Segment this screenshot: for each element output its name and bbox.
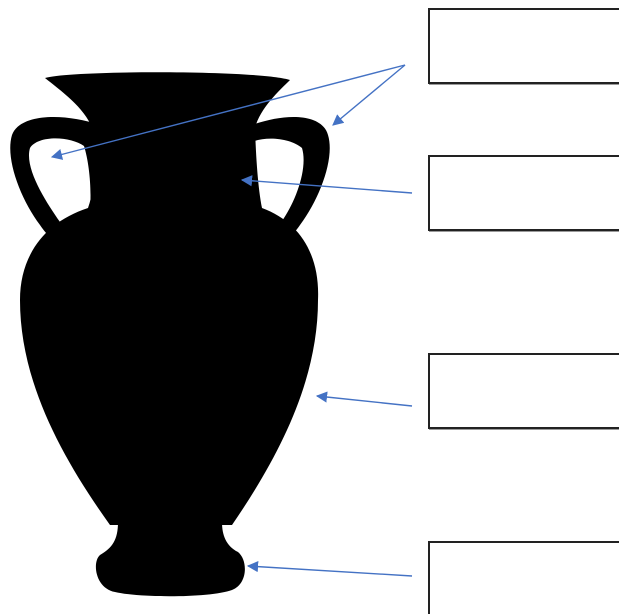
label-box-handle-opening[interactable] <box>428 155 619 231</box>
label-box-foot[interactable] <box>428 541 619 614</box>
arrow-box4-to-foot <box>248 566 412 576</box>
amphora-foot <box>96 522 245 596</box>
amphora-handle-left <box>10 117 100 244</box>
amphora-body <box>20 72 318 525</box>
label-box-handles[interactable] <box>428 8 619 84</box>
arrow-box2-to-handle-opening <box>242 180 412 193</box>
label-box-body[interactable] <box>428 353 619 429</box>
arrow-box3-to-body <box>317 396 412 406</box>
amphora-silhouette-icon <box>10 72 329 596</box>
